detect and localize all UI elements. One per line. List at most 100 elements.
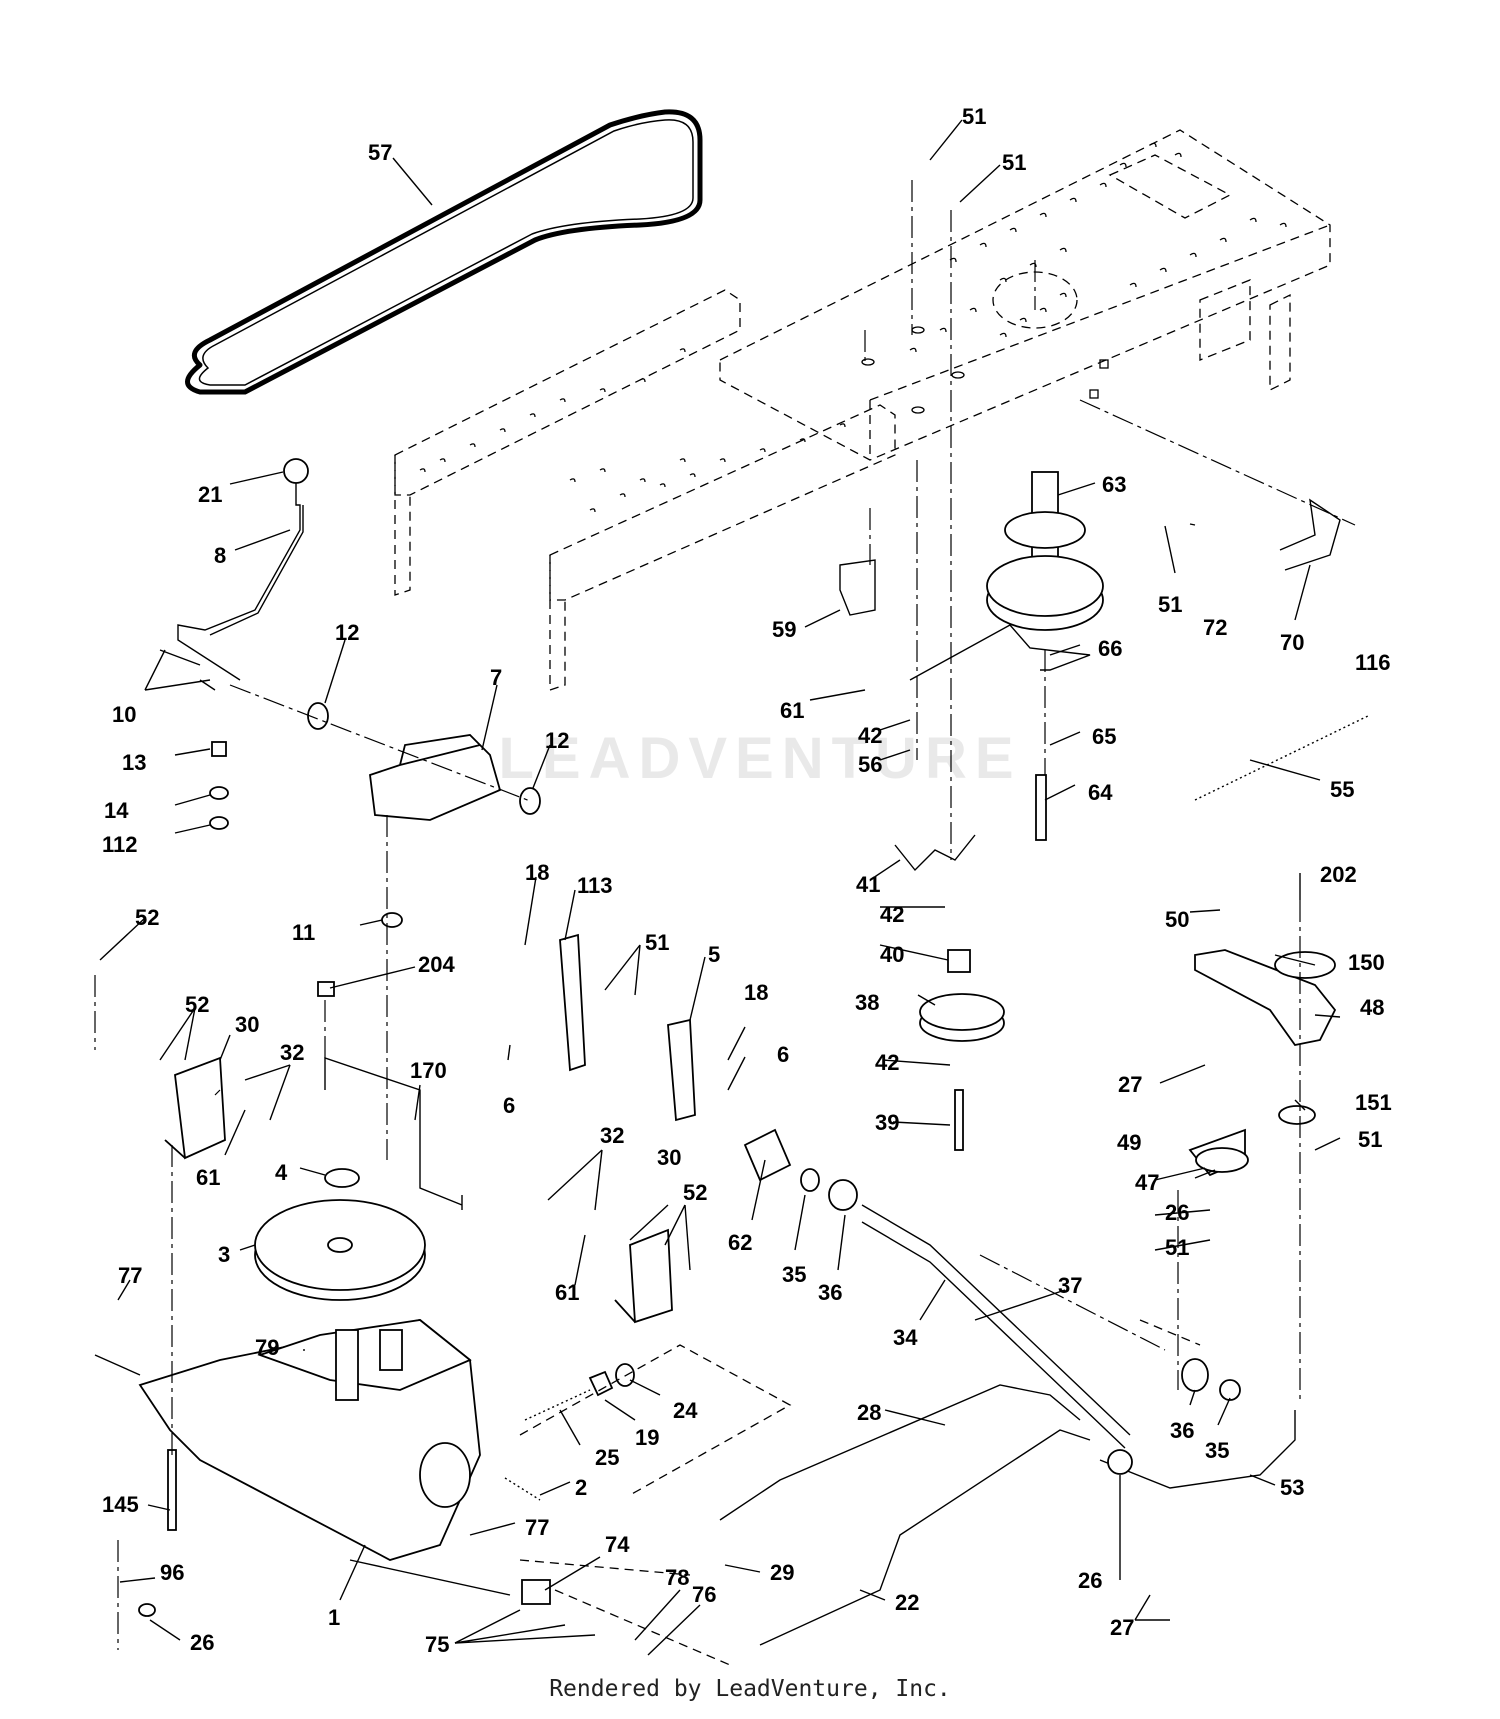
callout-10: 10	[112, 702, 136, 727]
callout-51: 51	[1358, 1127, 1382, 1152]
bolt-145	[167, 1449, 177, 1531]
callout-3: 3	[218, 1242, 230, 1267]
callout-5: 5	[708, 942, 720, 967]
washer-112	[209, 816, 229, 830]
spacer-62	[743, 1128, 792, 1182]
washer-12-right	[519, 787, 541, 815]
washer-36-upper	[828, 1179, 858, 1211]
frame-outline	[394, 129, 1331, 691]
callout-72: 72	[1203, 615, 1227, 640]
callout-202: 202	[1320, 862, 1357, 887]
plate-113	[559, 933, 586, 1072]
footer-credit: Rendered by LeadVenture, Inc.	[549, 1676, 951, 1702]
callout-64: 64	[1088, 780, 1113, 805]
callout-76: 76	[692, 1582, 716, 1607]
callout-151: 151	[1355, 1090, 1392, 1115]
nut-19	[588, 1370, 614, 1397]
callout-56: 56	[858, 752, 882, 777]
callout-52: 52	[185, 992, 209, 1017]
washer-26-right	[1107, 1449, 1133, 1475]
callout-22: 22	[895, 1590, 919, 1615]
callout-77: 77	[525, 1515, 549, 1540]
rod-53	[1099, 1410, 1296, 1489]
washer-150	[1274, 951, 1336, 979]
callout-170: 170	[410, 1058, 447, 1083]
callout-35: 35	[782, 1262, 806, 1287]
callout-28: 28	[857, 1400, 881, 1425]
callout-24: 24	[673, 1398, 698, 1423]
callout-19: 19	[635, 1425, 659, 1450]
callout-32: 32	[600, 1123, 624, 1148]
bracket-59	[839, 559, 876, 616]
bolt-13	[211, 741, 227, 757]
washer-12-left	[307, 702, 329, 730]
callout-63: 63	[1102, 472, 1126, 497]
pulley-63	[986, 471, 1104, 631]
callout-78: 78	[665, 1565, 689, 1590]
callout-48: 48	[1360, 995, 1384, 1020]
callout-7: 7	[490, 665, 502, 690]
callout-77: 77	[118, 1263, 142, 1288]
callout-62: 62	[728, 1230, 752, 1255]
callout-36: 36	[1170, 1418, 1194, 1443]
callout-4: 4	[275, 1160, 288, 1185]
callout-25: 25	[595, 1445, 619, 1470]
bracket-30-right	[614, 1228, 673, 1324]
pulley-47	[1195, 1147, 1249, 1173]
callout-42: 42	[880, 902, 904, 927]
washer-151	[1278, 1105, 1316, 1125]
callout-96: 96	[160, 1560, 184, 1585]
callout-38: 38	[855, 990, 879, 1015]
washer-14	[209, 786, 229, 800]
callout-8: 8	[214, 543, 226, 568]
callout-6: 6	[503, 1093, 515, 1118]
callout-18: 18	[744, 980, 768, 1005]
callout-204: 204	[418, 952, 455, 977]
shift-lever	[159, 458, 309, 691]
callout-65: 65	[1092, 724, 1116, 749]
callout-21: 21	[198, 482, 222, 507]
callout-53: 53	[1280, 1475, 1304, 1500]
callout-51: 51	[962, 104, 986, 129]
callout-112: 112	[102, 832, 138, 857]
callout-79: 79	[255, 1335, 279, 1360]
callout-2: 2	[575, 1475, 587, 1500]
callout-34: 34	[893, 1325, 918, 1350]
washer-35-upper	[800, 1168, 820, 1192]
bolt-204	[317, 981, 335, 997]
callout-32: 32	[280, 1040, 304, 1065]
retaining-ring-4	[324, 1168, 360, 1188]
callout-18: 18	[525, 860, 549, 885]
callout-51: 51	[1158, 592, 1182, 617]
callout-52: 52	[135, 905, 159, 930]
rod-22	[759, 1429, 1091, 1646]
callout-113: 113	[577, 873, 613, 898]
callout-6: 6	[777, 1042, 789, 1067]
callout-61: 61	[780, 698, 804, 723]
washer-11	[381, 912, 403, 928]
callout-40: 40	[880, 942, 904, 967]
callout-41: 41	[856, 872, 880, 897]
washer-26-left	[138, 1603, 156, 1617]
callout-42: 42	[875, 1050, 899, 1075]
callout-61: 61	[196, 1165, 220, 1190]
callout-12: 12	[335, 620, 359, 645]
callout-27: 27	[1110, 1615, 1134, 1640]
bolt-64	[1035, 774, 1047, 841]
callout-12: 12	[545, 728, 569, 753]
shaft-34	[861, 1204, 1131, 1449]
callout-37: 37	[1058, 1273, 1082, 1298]
washer-24	[615, 1363, 635, 1387]
washer-36-lower	[1181, 1358, 1209, 1392]
callout-49: 49	[1117, 1130, 1141, 1155]
drive-belt	[185, 109, 703, 395]
pulley-38	[919, 993, 1005, 1042]
callout-52: 52	[683, 1180, 707, 1205]
rod-28	[719, 1384, 1081, 1521]
callout-26: 26	[1078, 1568, 1102, 1593]
callout-55: 55	[1330, 777, 1354, 802]
spring-25	[524, 1389, 591, 1421]
dash-boxes	[519, 1319, 1201, 1666]
callout-26: 26	[190, 1630, 214, 1655]
